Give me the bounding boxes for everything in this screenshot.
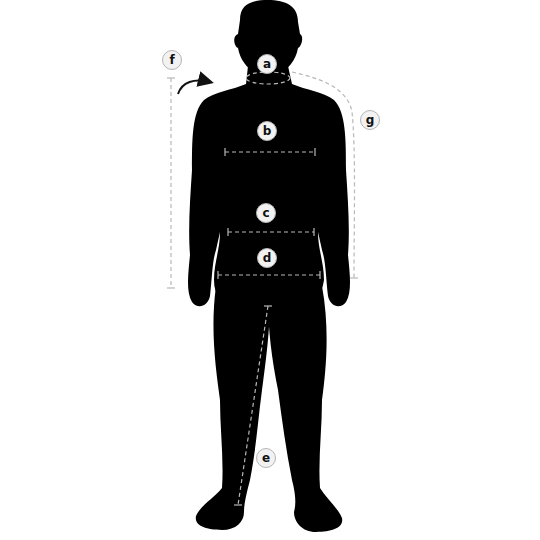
callout-letter: d bbox=[263, 252, 272, 264]
callout-circle: b bbox=[257, 121, 277, 141]
callout-letter: g bbox=[366, 114, 375, 126]
callout-circle: c bbox=[256, 203, 276, 223]
callout-circle: f bbox=[162, 50, 182, 70]
callout-letter: c bbox=[262, 207, 269, 219]
direction-arrow bbox=[178, 81, 210, 95]
callout-letter: b bbox=[263, 125, 272, 137]
callout-circle: a bbox=[257, 54, 277, 74]
callout-letter: e bbox=[262, 452, 270, 464]
man-figure bbox=[188, 0, 350, 532]
callout-circle: d bbox=[257, 248, 277, 268]
callout-circle: e bbox=[256, 448, 276, 468]
callout-letter: a bbox=[263, 58, 271, 70]
measure-lines bbox=[171, 72, 355, 505]
callout-circle: g bbox=[360, 110, 380, 130]
callout-letter: f bbox=[169, 54, 174, 66]
measure-ticks bbox=[167, 78, 358, 505]
